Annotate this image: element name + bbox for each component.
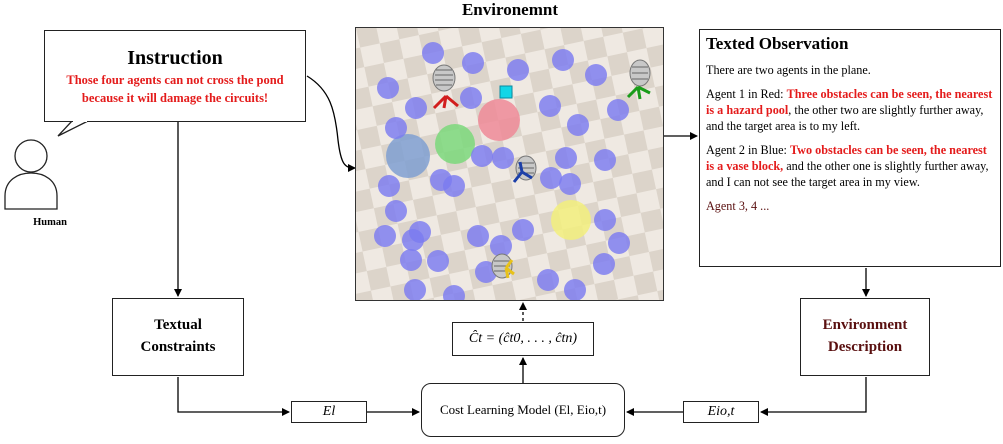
robot-agent-green <box>626 59 651 100</box>
obstacle-disc <box>507 59 529 81</box>
texted-observation-box: Texted Observation There are two agents … <box>699 29 1001 267</box>
obstacle-disc <box>539 95 561 117</box>
obstacle-disc <box>443 175 465 197</box>
agent2-prefix: Agent 2 in Blue: <box>706 143 790 157</box>
el-text: El <box>322 404 336 419</box>
agent2-highlight: Two obstacles can be seen, the nearest i… <box>706 143 987 173</box>
agent1-rest: , the other two are slightly further awa… <box>706 103 984 133</box>
obstacle-disc <box>537 269 559 291</box>
instruction-text-line1: Those four agents can not cross the pond <box>66 73 284 87</box>
environment-description-box: Environment Description <box>800 298 930 376</box>
el-box: El <box>291 401 367 423</box>
cost-vector-box: Ĉt = (ĉt0, . . . , ĉtn) <box>452 322 594 356</box>
obstacle-disc <box>460 87 482 109</box>
textual-constraints-line2: Constraints <box>140 339 216 355</box>
obstacle-disc <box>564 279 586 300</box>
eo-box: Eio,t <box>683 401 759 423</box>
obstacle-disc <box>405 97 427 119</box>
obstacle-disc <box>512 219 534 241</box>
green-goal-zone <box>435 124 475 164</box>
observation-agent-more: Agent 3, 4 ... <box>706 199 770 213</box>
obstacle-disc <box>374 225 396 247</box>
observation-intro: There are two agents in the plane. <box>706 63 871 77</box>
obstacle-disc <box>471 145 493 167</box>
arrow-constraints-to-el <box>177 377 290 416</box>
environment-title: Environemnt <box>461 0 559 19</box>
obstacle-disc <box>607 99 629 121</box>
obstacle-disc <box>492 147 514 169</box>
observation-agent1: Agent 1 in Red: Three obstacles can be s… <box>706 86 994 134</box>
obstacle-disc <box>608 232 630 254</box>
obstacle-disc <box>567 114 589 136</box>
robot-agent-yellow <box>491 253 515 279</box>
instruction-text-line2: because it will damage the circuits! <box>81 91 269 105</box>
obstacle-disc <box>402 229 424 251</box>
arrow-instruction-to-env <box>306 75 356 172</box>
robot-agent-blue <box>512 155 537 183</box>
agent1-prefix: Agent 1 in Red: <box>706 87 787 101</box>
obstacle-disc <box>585 64 607 86</box>
obstacle-disc <box>377 77 399 99</box>
arrow-description-to-eo <box>760 377 867 416</box>
blue-goal-zone <box>386 134 430 178</box>
obstacle-disc <box>443 285 465 300</box>
environment-description-line1: Environment <box>822 317 908 333</box>
bubble-tail <box>57 120 89 137</box>
textual-constraints-box: Textual Constraints <box>112 298 244 376</box>
agent1-highlight: Three obstacles can be seen, the nearest… <box>706 87 993 117</box>
obstacle-disc <box>385 200 407 222</box>
obstacle-disc <box>462 52 484 74</box>
vase-block <box>499 85 513 99</box>
instruction-bubble: Instruction Those four agents can not cr… <box>44 30 306 122</box>
obstacle-disc <box>552 49 574 71</box>
obstacle-disc <box>378 175 400 197</box>
obstacle-disc <box>467 225 489 247</box>
scene-canvas <box>356 28 663 300</box>
obstacle-disc <box>540 167 562 189</box>
cost-learning-model-text: Cost Learning Model (El, Eio,t) <box>439 402 607 417</box>
obstacle-disc <box>475 261 497 283</box>
environment-description-line2: Description <box>827 339 903 355</box>
obstacle-disc <box>385 117 407 139</box>
eo-text: Eio,t <box>707 404 735 419</box>
textual-constraints-line1: Textual <box>154 317 202 333</box>
obstacle-disc <box>422 42 444 64</box>
cost-learning-model-box: Cost Learning Model (El, Eio,t) <box>421 383 625 437</box>
obstacle-disc <box>594 149 616 171</box>
obstacle-disc <box>427 250 449 272</box>
obstacle-disc <box>559 173 581 195</box>
robot-agent-red <box>432 64 459 110</box>
obstacle-disc <box>490 235 512 257</box>
agent2-rest: and the other one is slightly further aw… <box>706 159 989 189</box>
cost-vector-text: Ĉt = (ĉt0, . . . , ĉtn) <box>468 331 578 346</box>
human-icon <box>4 139 58 210</box>
obstacle-disc <box>400 249 422 271</box>
hazard-pool <box>478 99 520 141</box>
instruction-heading: Instruction <box>127 47 223 69</box>
yellow-goal-zone <box>551 200 591 240</box>
obstacle-disc <box>594 209 616 231</box>
obstacle-disc <box>555 147 577 169</box>
obstacle-disc <box>404 279 426 300</box>
observation-agent2: Agent 2 in Blue: Two obstacles can be se… <box>706 142 994 190</box>
bubble-tail-join <box>73 119 87 122</box>
obstacle-disc <box>593 253 615 275</box>
observation-heading: Texted Observation <box>706 34 849 53</box>
human-label: Human <box>33 217 67 228</box>
environment-scene <box>355 27 664 301</box>
